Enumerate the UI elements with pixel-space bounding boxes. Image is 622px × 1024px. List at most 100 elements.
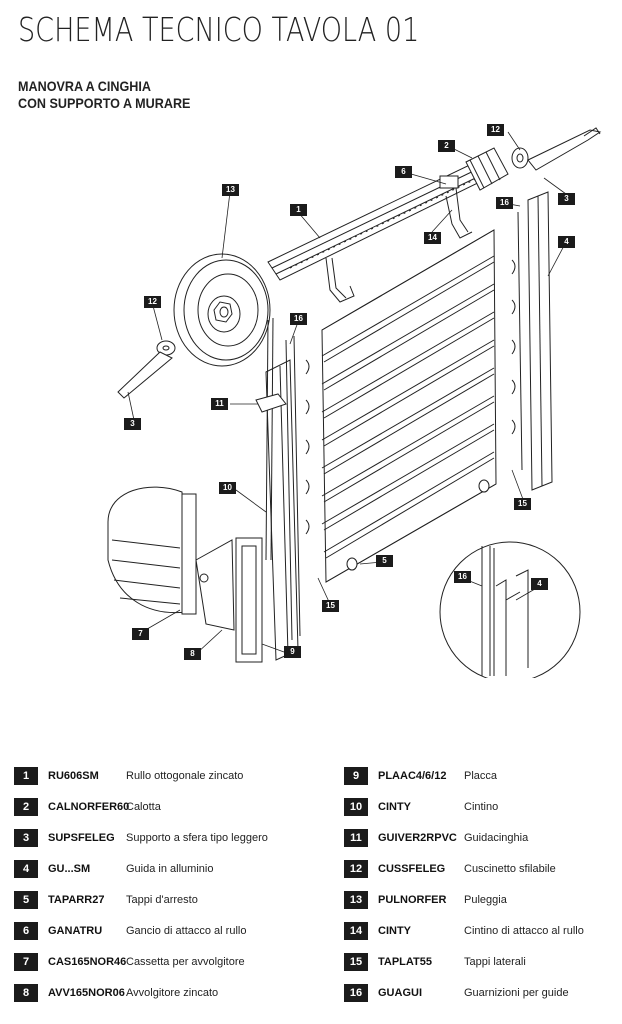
legend-row: 13 PULNORFER Puleggia	[344, 890, 507, 910]
legend-description: Supporto a sfera tipo leggero	[126, 832, 268, 844]
legend-description: Guidacinghia	[464, 832, 529, 844]
callout-4-right: 4	[558, 236, 575, 248]
legend-description: Rullo ottogonale zincato	[126, 770, 244, 782]
legend-description: Tappi d'arresto	[126, 894, 198, 906]
callout-13: 13	[222, 184, 239, 196]
legend-number: 15	[344, 953, 368, 971]
callout-9: 9	[284, 646, 301, 658]
legend-row: 4 GU...SM Guida in alluminio	[14, 859, 213, 879]
legend-number: 7	[14, 953, 38, 971]
callout-11: 11	[211, 398, 228, 410]
callout-6: 6	[395, 166, 412, 178]
pulley	[173, 253, 271, 367]
callout-12-left: 12	[144, 296, 161, 308]
subtitle-line-2: CON SUPPORTO A MURARE	[18, 95, 191, 111]
legend-code: GUIVER2RPVC	[378, 832, 457, 844]
legend-number: 9	[344, 767, 368, 785]
winder-and-plate	[195, 537, 263, 663]
legend-code: PULNORFER	[378, 894, 447, 906]
strap-guide	[255, 393, 287, 413]
legend-number: 1	[14, 767, 38, 785]
callout-4-inset: 4	[531, 578, 548, 590]
legend-code: CINTY	[378, 801, 411, 813]
roller-hooks	[325, 175, 473, 303]
legend-code: CALNORFER60	[48, 801, 130, 813]
legend-row: 3 SUPSFELEG Supporto a sfera tipo legger…	[14, 828, 268, 848]
legend-code: PLAAC4/6/12	[378, 770, 447, 782]
stop-caps	[346, 479, 490, 571]
legend-row: 1 RU606SM Rullo ottogonale zincato	[14, 766, 243, 786]
legend-description: Tappi laterali	[464, 956, 526, 968]
legend-number: 11	[344, 829, 368, 847]
subtitle: MANOVRA A CINGHIA CON SUPPORTO A MURARE	[18, 78, 190, 112]
legend-row: 15 TAPLAT55 Tappi laterali	[344, 952, 526, 972]
technical-diagram	[107, 127, 602, 678]
legend-number: 8	[14, 984, 38, 1002]
callout-15-left: 15	[322, 600, 339, 612]
callout-16-left: 16	[290, 313, 307, 325]
legend-row: 7 CAS165NOR46 Cassetta per avvolgitore	[14, 952, 245, 972]
legend-description: Puleggia	[464, 894, 507, 906]
callout-10: 10	[219, 482, 236, 494]
callout-12-right: 12	[487, 124, 504, 136]
legend-row: 14 CINTY Cintino di attacco al rullo	[344, 921, 584, 941]
roller-tube	[267, 159, 493, 281]
legend-code: GU...SM	[48, 863, 91, 875]
callout-16-right: 16	[496, 197, 513, 209]
page-title: SCHEMA TECNICO TAVOLA 01	[18, 10, 420, 49]
legend-row: 9 PLAAC4/6/12 Placca	[344, 766, 497, 786]
legend-number: 5	[14, 891, 38, 909]
right-guide	[511, 191, 553, 491]
detail-inset	[439, 541, 581, 678]
legend-code: GANATRU	[48, 925, 103, 937]
legend-description: Cintino di attacco al rullo	[464, 925, 584, 937]
legend-description: Cuscinetto sfilabile	[464, 863, 556, 875]
left-bearing	[117, 340, 176, 399]
legend-row: 11 GUIVER2RPVC Guidacinghia	[344, 828, 528, 848]
subtitle-line-1: MANOVRA A CINGHIA	[18, 78, 152, 94]
legend-code: TAPLAT55	[378, 956, 432, 968]
callout-14: 14	[424, 232, 441, 244]
legend-row: 5 TAPARR27 Tappi d'arresto	[14, 890, 198, 910]
legend-code: CUSSFELEG	[378, 863, 446, 875]
callout-2: 2	[438, 140, 455, 152]
legend-description: Gancio di attacco al rullo	[126, 925, 247, 937]
legend-row: 2 CALNORFER60 Calotta	[14, 797, 161, 817]
callout-15-right: 15	[514, 498, 531, 510]
legend-row: 6 GANATRU Gancio di attacco al rullo	[14, 921, 246, 941]
callout-16-inset: 16	[454, 571, 471, 583]
legend-number: 10	[344, 798, 368, 816]
legend-number: 3	[14, 829, 38, 847]
legend-description: Guida in alluminio	[126, 863, 214, 875]
legend-code: RU606SM	[48, 770, 99, 782]
right-bearing-support	[527, 127, 602, 171]
end-cap	[465, 147, 529, 191]
legend-number: 12	[344, 860, 368, 878]
legend-row: 16 GUAGUI Guarnizioni per guide	[344, 983, 569, 1003]
legend-description: Calotta	[126, 801, 161, 813]
legend-number: 6	[14, 922, 38, 940]
callout-5: 5	[376, 555, 393, 567]
legend-code: SUPSFELEG	[48, 832, 115, 844]
legend-number: 4	[14, 860, 38, 878]
callout-3-left: 3	[124, 418, 141, 430]
legend-number: 16	[344, 984, 368, 1002]
legend-row: 8 AVV165NOR06 Avvolgitore zincato	[14, 983, 218, 1003]
callout-7: 7	[132, 628, 149, 640]
strap	[265, 317, 274, 561]
legend-number: 2	[14, 798, 38, 816]
legend-description: Placca	[464, 770, 498, 782]
legend-code: AVV165NOR06	[48, 987, 125, 999]
legend-code: TAPARR27	[48, 894, 105, 906]
legend-description: Cintino	[464, 801, 499, 813]
legend-code: GUAGUI	[378, 987, 422, 999]
callout-3-right: 3	[558, 193, 575, 205]
winder-box	[107, 486, 197, 615]
legend-number: 13	[344, 891, 368, 909]
legend-description: Cassetta per avvolgitore	[126, 956, 245, 968]
shutter-slats	[321, 229, 497, 583]
legend-row: 12 CUSSFELEG Cuscinetto sfilabile	[344, 859, 556, 879]
legend-code: CINTY	[378, 925, 411, 937]
legend-row: 10 CINTY Cintino	[344, 797, 498, 817]
callout-1: 1	[290, 204, 307, 216]
